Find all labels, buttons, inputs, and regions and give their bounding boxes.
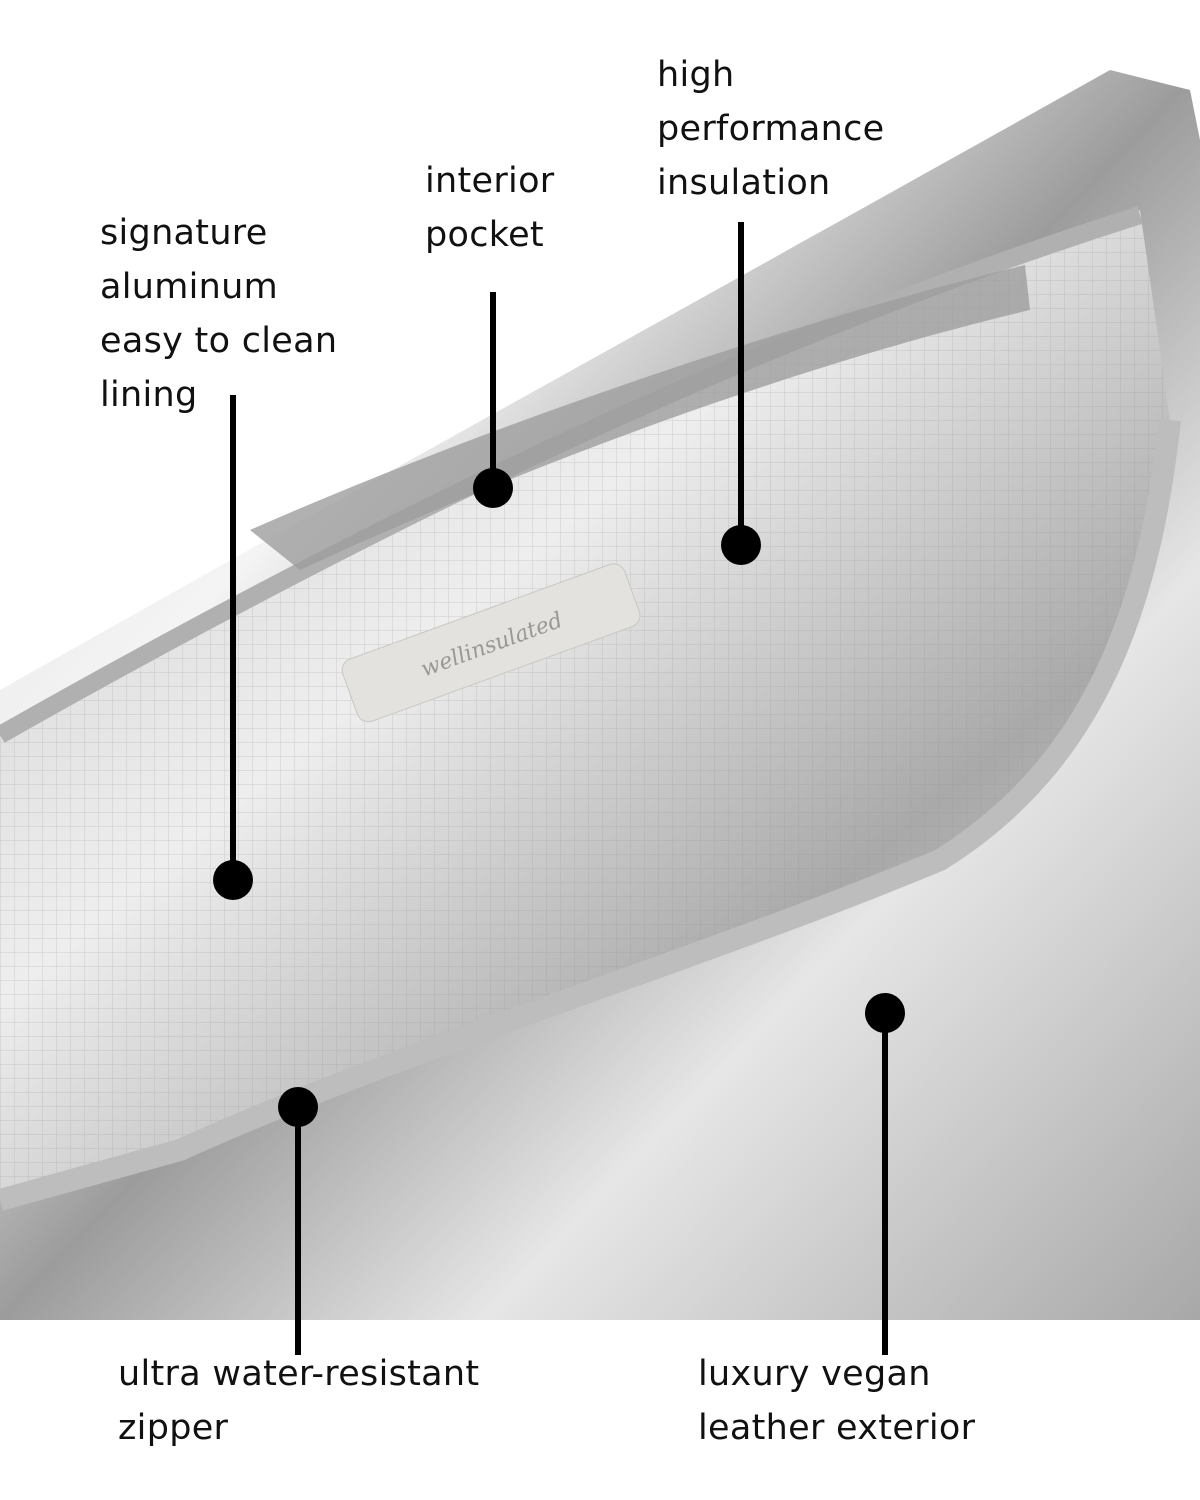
callout-line-lining bbox=[230, 395, 236, 880]
callout-line-zipper bbox=[295, 1107, 301, 1355]
callout-label-exterior: luxury vegan leather exterior bbox=[698, 1354, 976, 1448]
interior-pocket-panel bbox=[250, 265, 1030, 570]
callout-dot-pocket bbox=[473, 468, 513, 508]
callout-dot-insulation bbox=[721, 525, 761, 565]
callout-label-pocket: interior pocket bbox=[425, 161, 555, 255]
callout-label-lining: signature aluminum easy to clean lining bbox=[100, 213, 338, 415]
callout-dot-lining bbox=[213, 860, 253, 900]
callout-line-exterior bbox=[882, 1013, 888, 1355]
zipper-edge bbox=[0, 418, 1181, 1211]
callout-label-insulation: high performance insulation bbox=[657, 55, 885, 203]
callout-line-insulation bbox=[738, 222, 744, 545]
callout-line-pocket bbox=[490, 292, 496, 488]
callout-label-zipper: ultra water-resistant zipper bbox=[118, 1354, 480, 1448]
